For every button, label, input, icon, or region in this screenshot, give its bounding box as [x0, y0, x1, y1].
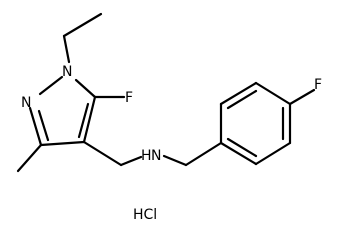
phenyl-ring [219, 81, 292, 166]
bond-ph-2 [219, 81, 258, 106]
molecule-structure: N N F H N F HCl [16, 12, 322, 223]
ethyl-group [62, 12, 103, 64]
bond-n1-c5 [74, 78, 97, 99]
bond-ph-6 [219, 141, 258, 166]
bond-ph-6-inner [226, 137, 258, 158]
bond-c3-methyl [16, 143, 43, 173]
atom-label-nh-n: N [151, 148, 161, 164]
bond-ch2-nh [119, 155, 143, 167]
bond-c5-c4-inner [77, 102, 90, 139]
atom-label-f-phenyl: F [314, 77, 322, 93]
bond-nh-ch2 [162, 154, 188, 167]
bond-n2-n1 [38, 75, 64, 96]
bond-c4-ch2 [82, 140, 123, 167]
atom-label-n1: N [62, 64, 72, 80]
atom-label-n2: N [21, 95, 31, 111]
bond-n1-ch2 [62, 34, 71, 64]
atom-label-nh-h: H [141, 148, 152, 164]
bond-ph-3 [254, 81, 292, 106]
salt-label: HCl [133, 207, 157, 223]
bond-phenyl-f [288, 88, 316, 106]
amine-linker [82, 140, 223, 167]
bond-ph-5 [254, 141, 292, 166]
atom-label-f-pyrazole: F [125, 90, 133, 106]
bond-ch2-phenyl [184, 141, 223, 167]
bond-ch2-ch3 [62, 12, 103, 38]
bond-c3-n2 [28, 106, 43, 147]
bond-c5-c4 [82, 95, 97, 144]
bond-ph-2-inner [226, 89, 258, 110]
bond-c4-c3 [39, 140, 86, 147]
bond-c3-n2-inner [37, 109, 50, 142]
pyrazole-ring [28, 75, 97, 147]
